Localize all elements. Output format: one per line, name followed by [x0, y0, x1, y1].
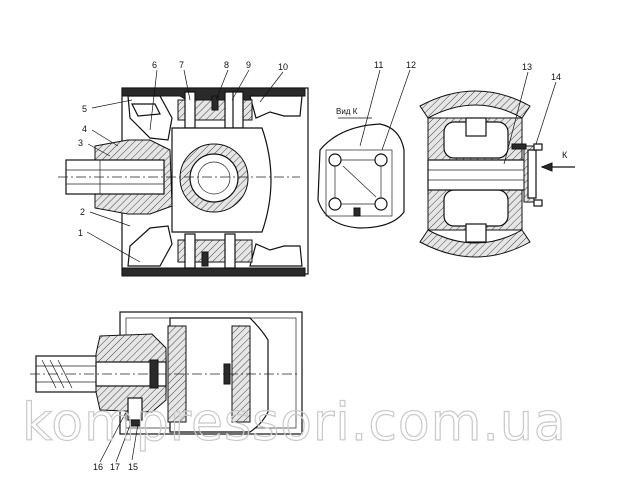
callout-4: 4 [82, 124, 87, 134]
callout-11: 11 [374, 60, 383, 70]
callout-3: 3 [78, 138, 83, 148]
callout-8: 8 [224, 60, 229, 70]
callout-10: 10 [278, 62, 288, 72]
callout-5: 5 [82, 104, 87, 114]
callout-7: 7 [179, 60, 184, 70]
bottom-section-view [30, 311, 303, 435]
watermark-text: kompressori.com.ua [22, 393, 567, 453]
callout-2: 2 [80, 207, 85, 217]
view-arrow-label: К [562, 150, 568, 160]
view-k-label: Вид К [336, 107, 358, 116]
callout-1: 1 [78, 228, 83, 238]
callout-14: 14 [551, 72, 561, 82]
callout-labels: 1 2 3 4 5 6 7 8 9 10 11 12 13 14 15 16 1… [78, 60, 568, 472]
view-k-drawing [317, 123, 405, 229]
callout-15: 15 [128, 462, 138, 472]
callout-6: 6 [152, 60, 157, 70]
callout-13: 13 [522, 62, 532, 72]
leader-lines [86, 69, 557, 463]
front-section-view [58, 87, 309, 277]
callout-16: 16 [93, 462, 103, 472]
callout-12: 12 [406, 60, 416, 70]
side-section-view [419, 90, 575, 258]
callout-9: 9 [246, 60, 251, 70]
callout-17: 17 [110, 462, 120, 472]
